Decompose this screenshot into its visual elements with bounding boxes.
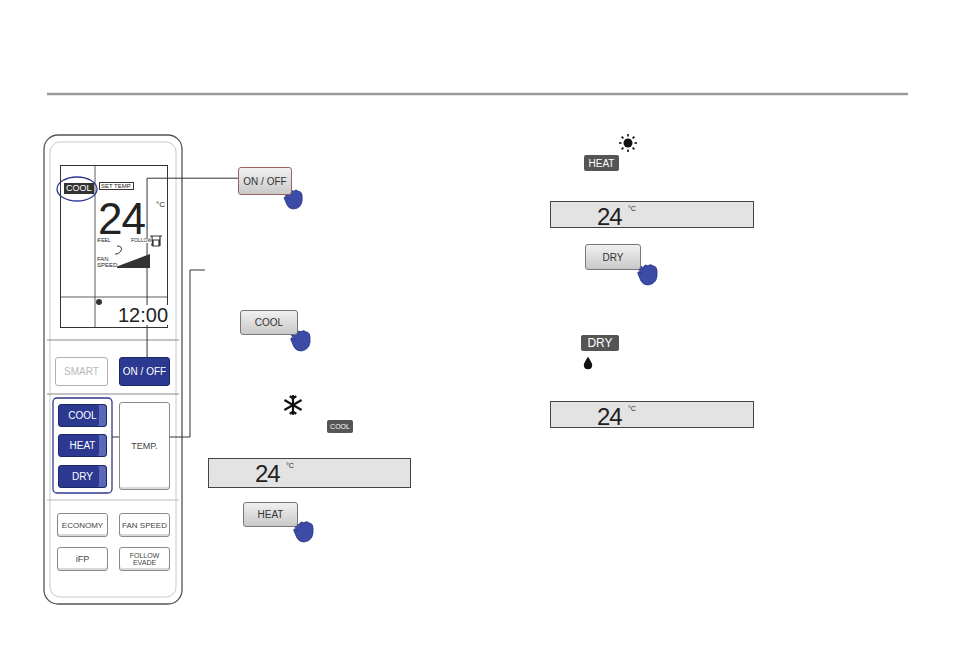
- strip-unit: °C: [628, 405, 636, 412]
- button-label: TEMP.: [131, 441, 157, 451]
- lcd-follow: FOLLOW: [131, 238, 152, 243]
- display-strip: 24 °C: [550, 201, 754, 228]
- strip-unit: °C: [628, 205, 636, 212]
- remote-button: FAN SPEED: [119, 513, 170, 537]
- mode-tag: COOL: [327, 420, 353, 433]
- strip-unit: °C: [286, 462, 294, 469]
- button-label: COOL: [68, 410, 96, 421]
- remote-button: ON / OFF: [119, 357, 170, 386]
- display-strip: 24 °C: [550, 401, 754, 428]
- button-label: DRY: [603, 252, 624, 263]
- lcd-unit: °C: [156, 201, 165, 209]
- button-label: DRY: [587, 336, 612, 350]
- callout-button: ON / OFF: [238, 167, 292, 195]
- temp-button: TEMP.: [119, 402, 170, 490]
- mode-tag: DRY: [581, 335, 619, 351]
- strip-temperature: 24: [597, 205, 622, 229]
- callout-button: HEAT: [243, 502, 298, 527]
- button-label: DRY: [72, 471, 93, 482]
- strip-temperature: 24: [255, 462, 280, 486]
- strip-temperature: 24: [597, 405, 622, 429]
- button-label: FAN SPEED: [122, 521, 167, 530]
- lcd-mode-tag: COOL: [64, 183, 94, 194]
- lcd-clock: 12:00: [118, 305, 168, 325]
- button-label: HEAT: [258, 509, 284, 520]
- mode-button: HEAT: [58, 434, 107, 457]
- mode-button: COOL: [58, 404, 107, 427]
- button-label: FOLLOW EVADE: [128, 552, 162, 567]
- button-label: ON / OFF: [243, 176, 286, 187]
- leader-line: [147, 178, 238, 357]
- mode-tag: HEAT: [584, 155, 619, 171]
- remote-button: FOLLOW EVADE: [119, 547, 170, 571]
- lcd-temperature: 24: [98, 197, 145, 241]
- button-label: COOL: [330, 423, 350, 430]
- remote-button: ECONOMY: [57, 513, 108, 537]
- button-label: iFP: [76, 554, 90, 564]
- button-label: ECONOMY: [62, 521, 103, 530]
- button-label: SMART: [64, 366, 99, 377]
- callout-button: COOL: [240, 310, 298, 335]
- remote-button: iFP: [57, 547, 108, 571]
- mode-button: DRY: [58, 465, 107, 488]
- lcd-set-temp: SET TEMP.: [99, 182, 134, 190]
- lcd-fan-speed: FAN SPEED: [97, 256, 117, 268]
- button-label: COOL: [255, 317, 283, 328]
- callout-button: DRY: [585, 244, 641, 270]
- button-label: ON / OFF: [123, 366, 166, 377]
- button-label: HEAT: [589, 158, 615, 169]
- display-strip: 24 °C: [208, 458, 411, 488]
- lcd-screen: COOL SET TEMP. 24 °C iFEEL FOLLOW FAN SPEED 12:…: [60, 165, 168, 328]
- remote-button: SMART: [55, 357, 108, 386]
- lcd-ifeel: iFEEL: [97, 238, 111, 243]
- button-label: HEAT: [70, 440, 96, 451]
